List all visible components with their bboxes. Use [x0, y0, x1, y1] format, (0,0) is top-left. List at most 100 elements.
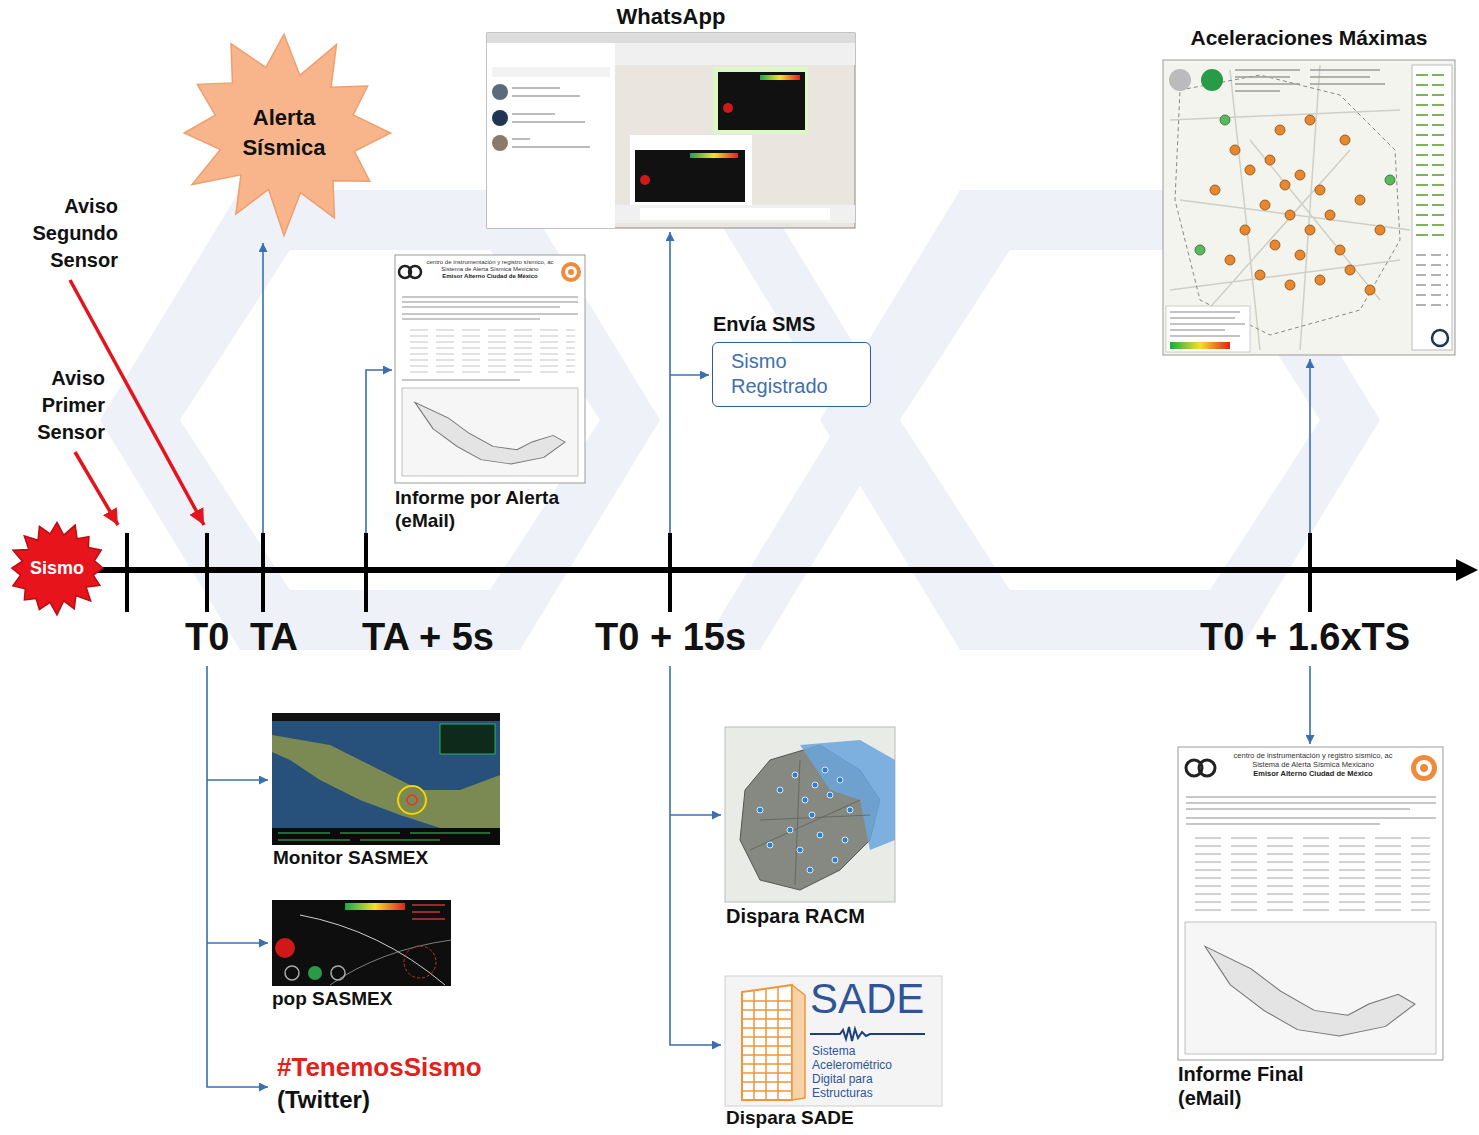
acceleration-map-part-part: [1295, 250, 1305, 260]
final-report-illustration-part: [1195, 838, 1430, 910]
timeline-axis-part: [125, 533, 129, 612]
monitor-screenshot-part: [272, 713, 500, 721]
time-mark: T0: [185, 615, 229, 659]
pop-screenshot-part: [331, 966, 345, 980]
pop-screenshot-part: [330, 940, 451, 985]
sade-logo-part: [810, 1027, 925, 1041]
timeline-axis: [95, 533, 1478, 612]
alert-report-illustration-part: [561, 262, 581, 282]
acceleration-map-part: [1166, 306, 1250, 352]
acceleration-map-part-part: [1265, 155, 1275, 165]
monitor-screenshot-part: [407, 795, 417, 805]
acceleration-map-part-part: [1220, 115, 1230, 125]
timeline-axis-part: [205, 533, 209, 612]
event-arrows-part: [207, 666, 268, 1087]
acceleration-map-part-part: [1345, 265, 1355, 275]
node-text-1: Sistema de Alerta Sísmica Mexicano: [425, 266, 555, 273]
racm-map-part-part: [832, 857, 838, 863]
timeline-axis-part: [261, 533, 265, 612]
alert-report-illustration-part: [568, 269, 574, 275]
racm-map-part-part: [837, 777, 843, 783]
starburst-outline: [176, 28, 392, 238]
acceleration-map: [1163, 60, 1455, 355]
pop-screenshot-part: [285, 966, 299, 980]
pop-screenshot-part: [345, 903, 405, 910]
pop-screenshot-part: [412, 905, 445, 919]
acceleration-map-part-part: [1335, 245, 1345, 255]
alert-report-illustration-part: [395, 255, 585, 483]
node-text-3: Informe Final (eMail): [1178, 1062, 1363, 1110]
acceleration-map-part: [1170, 312, 1245, 336]
whatsapp-screenshot: [487, 33, 855, 228]
final-report-illustration-part: [1420, 764, 1428, 772]
monitor-screenshot: Monitor SASMEX: [272, 713, 500, 845]
whatsapp-screenshot-part: [487, 43, 615, 228]
acceleration-map-part-part: [1275, 125, 1285, 135]
racm-map-part-part: [802, 797, 808, 803]
final-report-illustration-part: [1199, 760, 1215, 776]
racm-map-part-part: [817, 832, 823, 838]
node-text: pop SASMEX: [272, 987, 392, 1010]
acceleration-map-part-part: [1230, 145, 1240, 155]
node-text: Aceleraciones Máximas: [1153, 25, 1465, 51]
racm-map-part: [800, 740, 895, 850]
sade-logo-part: [742, 985, 792, 1100]
node-text-2: Emisor Alterno Ciudad de México: [1218, 769, 1408, 778]
time-mark: TA + 5s: [362, 615, 494, 659]
acceleration-map-part-part: [1340, 135, 1350, 145]
racm-map-part: [757, 767, 853, 873]
whatsapp-window: WhatsApp: [487, 33, 855, 228]
whatsapp-screenshot-part: [492, 84, 508, 100]
acceleration-map-part-part: [1305, 225, 1315, 235]
racm-map-part-part: [842, 837, 848, 843]
watermark-part: [100, 190, 660, 650]
starburst-shape: [184, 34, 390, 235]
timeline-axis-part: [1308, 533, 1312, 612]
timeline-axis-part: [364, 533, 368, 612]
whatsapp-screenshot-part: [690, 153, 738, 158]
racm-map-part-part: [847, 807, 853, 813]
acceleration-map-part-part: [1315, 275, 1325, 285]
final-report-illustration: [1178, 747, 1443, 1060]
racm-map-part-part: [767, 842, 773, 848]
sensor-note: Aviso Segundo Sensor: [28, 193, 118, 274]
racm-map-part-part: [792, 772, 798, 778]
whatsapp-screenshot-part: [492, 110, 508, 126]
alert-report-illustration-part: [415, 402, 565, 464]
acceleration-map-part-part: [1210, 185, 1220, 195]
node-text: Sismo: [8, 557, 106, 579]
alert-report-illustration-part: [402, 379, 520, 381]
final-report-illustration-part: [1411, 755, 1437, 781]
event-arrows-part: [1309, 666, 1311, 744]
final-report-illustration-part: [1185, 922, 1436, 1054]
racm-map: Dispara RACM: [725, 727, 895, 902]
event-arrows-part: [670, 374, 709, 376]
event-arrows-part: [207, 779, 268, 781]
whatsapp-screenshot-part: [760, 75, 800, 80]
whatsapp-screenshot-part: [492, 67, 610, 77]
event-arrows-part: [366, 370, 392, 533]
pop-screenshot-part: [275, 938, 295, 958]
whatsapp-screenshot-part: [487, 33, 855, 43]
alert-report-illustration-part: [409, 266, 421, 278]
node-text: centro de instrumentación y registro sís…: [425, 259, 555, 266]
event-arrows: [207, 232, 1310, 1087]
monitor-screenshot-part: [398, 786, 426, 814]
sensor-note: Aviso Primer Sensor: [30, 365, 105, 446]
alert-report-illustration: [395, 255, 585, 483]
whatsapp-screenshot-part: [713, 67, 808, 134]
acceleration-map-part-part: [1305, 115, 1315, 125]
node-text-1: Sismo Registrado: [731, 349, 859, 399]
node-text: Envía SMS: [713, 312, 815, 336]
time-mark: T0 + 1.6xTS: [1200, 615, 1410, 659]
pop-screenshot: [272, 900, 451, 986]
acceleration-map-part-part: [1255, 270, 1265, 280]
monitor-screenshot-part: [272, 828, 500, 845]
racm-map-part-part: [822, 767, 828, 773]
acceleration-map-part-part: [1375, 225, 1385, 235]
final-report-illustration-part: [1205, 946, 1415, 1036]
whatsapp-screenshot-part: [635, 150, 745, 202]
timeline-axis-part: [1456, 559, 1478, 581]
racm-map: [725, 727, 895, 902]
